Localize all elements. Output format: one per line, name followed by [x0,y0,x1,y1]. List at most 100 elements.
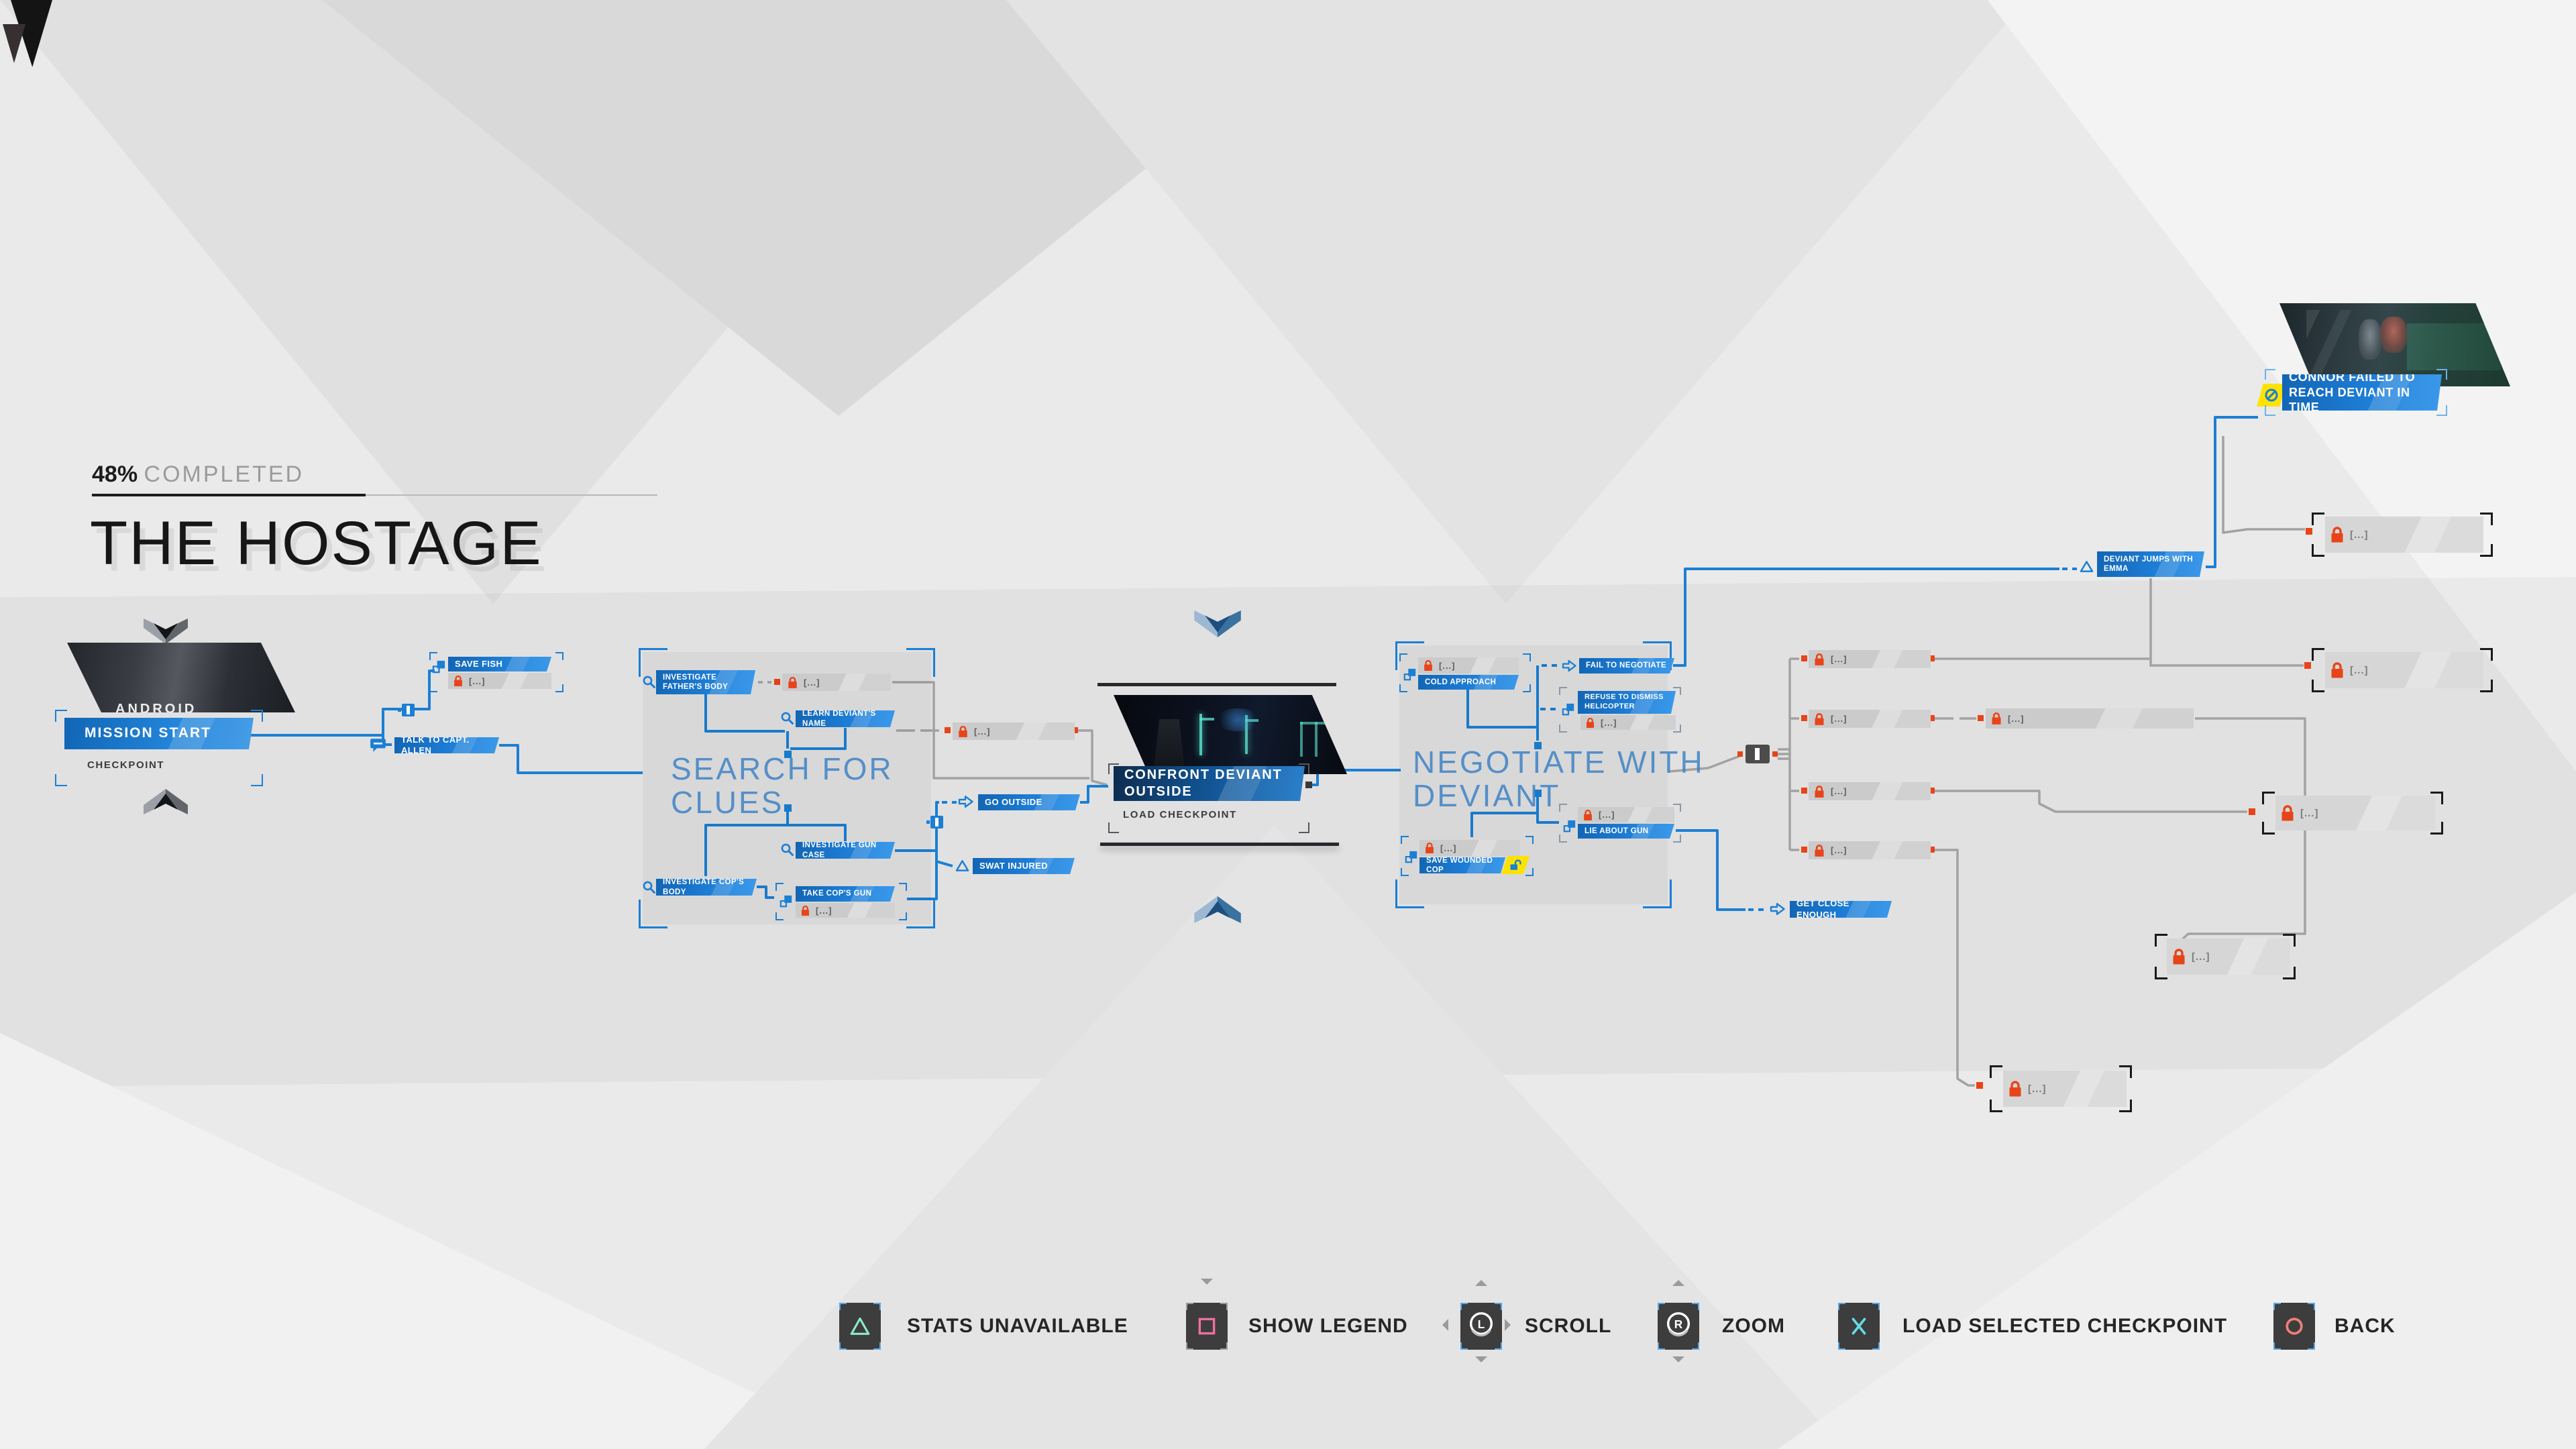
locked-outcome[interactable]: [...] [1419,840,1520,856]
node-refuse-to-dismiss-helicopter[interactable]: REFUSE TO DISMISS HELICOPTER [1578,691,1676,714]
completed-label: COMPLETED [144,462,305,487]
triangle-button-icon[interactable] [839,1303,881,1350]
node-deviant-jumps-with-emma[interactable]: DEVIANT JUMPS WITH EMMA [2097,551,2204,577]
node-talk-to-capt-allen[interactable]: TALK TO CAPT. ALLEN [394,737,499,753]
right-stick-icon[interactable]: R [1658,1303,1699,1350]
locked-outcome[interactable]: [...] [1986,708,2194,729]
node-get-close-enough[interactable]: GET CLOSE ENOUGH [1790,901,1892,918]
locked-outcome[interactable]: [...] [1809,782,1931,800]
node-connor-failed[interactable]: CONNOR FAILED TO REACH DEVIANT IN TIME [2282,374,2442,411]
arrow-down-icon [1475,1356,1487,1362]
arrow-down-icon [1201,1279,1213,1285]
node-go-outside[interactable]: GO OUTSIDE [978,794,1080,810]
node-investigate-cops-body[interactable]: INVESTIGATE COP'S BODY [656,879,757,896]
warning-icon [955,859,969,872]
scroll-down-chevron[interactable] [144,789,188,814]
node-swat-injured[interactable]: SWAT INJURED [973,858,1075,874]
node-save-wounded-cop[interactable]: SAVE WOUNDED COP [1419,857,1505,873]
node-investigate-gun-case[interactable]: INVESTIGATE GUN CASE [796,842,895,859]
locked-outcome[interactable]: [...] [796,903,895,918]
locked-outcome-save-fish[interactable]: [...] [448,673,551,689]
arrow-down-icon [1672,1356,1684,1362]
branch-junction-icon [398,704,415,716]
confront-subtitle: LOAD CHECKPOINT [1123,809,1237,820]
node-label: INVESTIGATE COP'S BODY [663,878,745,896]
lock-icon [1425,842,1434,854]
node-take-cops-gun[interactable]: TAKE COP'S GUN [796,886,895,902]
node-label: SWAT INJURED [979,860,1049,871]
percent-value: 48% [92,462,138,487]
stick-letter: L [1478,1318,1485,1331]
title-rule-dark [92,494,366,496]
locked-outcome[interactable]: [...] [1578,807,1674,822]
node-cold-approach[interactable]: COLD APPROACH [1418,675,1519,690]
locked-ending[interactable]: [...] [2325,517,2483,553]
locked-label: [...] [1831,654,1847,664]
locked-label: [...] [2008,713,2025,724]
locked-label: [...] [804,677,820,688]
locked-outcome[interactable]: [...] [1809,841,1931,859]
action-icon [1563,820,1576,833]
locked-label: [...] [1831,845,1847,855]
locked-ending[interactable]: [...] [2167,938,2290,975]
clue-icon [780,711,795,726]
locked-label: [...] [1601,717,1617,728]
lock-icon [2008,1080,2022,1097]
locked-label: [...] [1440,843,1457,853]
locked-ending[interactable]: [...] [2003,1071,2127,1107]
clue-icon [642,675,657,690]
checkpoint-rule-bottom [1100,843,1339,846]
locked-label: [...] [2350,529,2369,541]
locked-label: [...] [1831,714,1847,724]
node-label: SAVE FISH [455,658,503,669]
scroll-up-chevron[interactable] [1194,610,1241,637]
locked-outcome[interactable]: [...] [782,674,891,691]
unlocked-icon [1509,859,1521,871]
node-label: TAKE COP'S GUN [802,890,872,898]
square-button-icon[interactable] [1186,1303,1228,1350]
locked-ending[interactable]: [...] [2275,796,2435,830]
confront-thumbnail [1114,695,1347,774]
warning-icon [2080,560,2094,573]
locked-outcome[interactable]: [...] [1809,650,1931,668]
locked-label: [...] [1599,810,1615,820]
clue-icon [642,880,657,895]
left-stick-icon[interactable]: L [1460,1303,1502,1350]
locked-outcome[interactable]: [...] [1809,710,1931,728]
node-label: CONNOR FAILED TO REACH DEVIANT IN TIME [2289,370,2416,415]
lock-icon [1814,653,1825,666]
scroll-up-chevron[interactable] [144,619,188,644]
node-lie-about-gun[interactable]: LIE ABOUT GUN [1578,824,1674,839]
lock-icon [801,905,810,916]
node-label: TALK TO CAPT. ALLEN [401,734,470,755]
scroll-down-chevron[interactable] [1194,896,1241,923]
locked-label: [...] [1439,660,1456,671]
node-investigate-fathers-body[interactable]: INVESTIGATE FATHER'S BODY [656,670,755,694]
circle-button-icon[interactable] [2273,1303,2315,1350]
legend-label: BACK [2334,1315,2396,1337]
cross-button-icon[interactable] [1838,1303,1880,1350]
locked-ending[interactable]: [...] [2325,652,2483,688]
node-mission-start[interactable]: MISSION START [64,718,254,749]
locked-outcome[interactable]: [...] [1580,715,1676,730]
lock-icon [1586,717,1595,729]
node-label: GET CLOSE ENOUGH [1796,898,1849,920]
node-label: SAVE WOUNDED COP [1426,856,1493,874]
action-icon [432,660,446,674]
locked-outcome[interactable]: [...] [1418,657,1519,674]
node-confront-deviant-outside[interactable]: CONFRONT DEVIANT OUTSIDE [1114,766,1305,801]
node-learn-deviants-name[interactable]: LEARN DEVIANT'S NAME [796,710,895,727]
android-logo: ANDROID [115,702,197,716]
locked-outcome[interactable]: [...] [953,722,1075,740]
node-fail-to-negotiate[interactable]: FAIL TO NEGOTIATE [1579,658,1674,674]
stick-letter: R [1674,1318,1683,1331]
lock-icon [1991,712,2002,725]
title-rule-light [366,494,657,496]
lock-icon [1814,844,1825,857]
move-icon [1562,659,1577,673]
node-save-fish[interactable]: SAVE FISH [448,657,551,672]
locked-label: [...] [816,905,833,916]
